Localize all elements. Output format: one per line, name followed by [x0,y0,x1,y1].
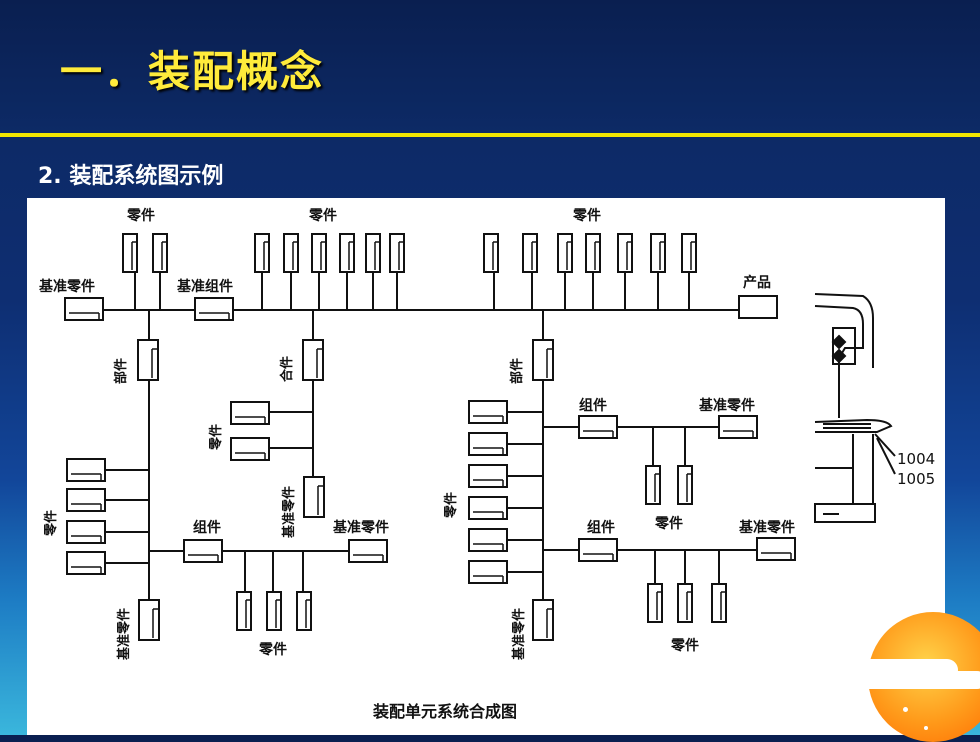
callout-1004: 1004 [897,450,935,468]
mechanical-drawing-fragment [814,293,896,523]
label-parts-left-side: 零件 [43,510,59,537]
label-parts-right-upper: 零件 [654,515,683,532]
label-group-right-lower: 组件 [587,519,615,536]
label-parts-left-bottom: 零件 [258,641,287,658]
decoration-dot [924,726,928,730]
label-parts-mid-top: 零件 [308,207,337,224]
assembly-system-diagram: 1004 1005 零件 零件 零件 基准零件 基准组件 产品 组件 基准零件 … [39,207,935,721]
label-product: 产品 [743,274,771,291]
diagram-caption: 装配单元系统合成图 [372,702,517,721]
callout-1005: 1005 [897,470,935,488]
title-divider [0,133,980,137]
label-parts-right-bottom: 零件 [670,637,699,654]
label-component-right: 部件 [509,358,525,384]
cloud-decoration [815,663,940,689]
assembly-diagram-panel: 1004 1005 零件 零件 零件 基准零件 基准组件 产品 组件 基准零件 … [27,198,945,735]
label-parts-right-side: 零件 [443,492,459,519]
label-parts-left-top: 零件 [126,207,155,224]
label-base-part-right-lower: 基准零件 [739,519,795,536]
label-base-part-mid: 基准零件 [281,486,297,539]
top-right-parts [483,233,697,273]
top-mid-parts [254,233,405,273]
label-base-part-top: 基准零件 [39,278,95,295]
label-base-part-left-bottom: 基准零件 [116,608,132,661]
label-parts-mid-small: 零件 [208,424,224,451]
label-base-part-right-upper: 基准零件 [699,397,755,414]
label-base-assembly: 基准组件 [177,278,233,295]
slide-subtitle: 2. 装配系统图示例 [38,164,224,189]
label-combo-mid: 合件 [279,356,295,382]
slide-title: 一．装配概念 [60,47,325,96]
label-group-right-upper: 组件 [579,397,607,414]
label-component-left: 部件 [113,358,129,384]
top-left-parts [122,233,168,273]
decoration-dot [903,707,908,712]
label-parts-right-top: 零件 [572,207,601,224]
label-base-part-left-group: 基准零件 [333,519,389,536]
label-group-left: 组件 [193,519,221,536]
label-base-part-right-bottom: 基准零件 [511,608,527,661]
